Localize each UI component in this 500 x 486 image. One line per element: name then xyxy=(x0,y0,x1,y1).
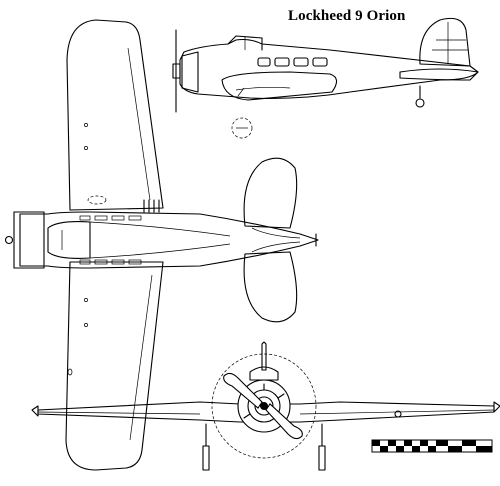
top-view-windows xyxy=(79,215,142,265)
side-view-retracted-wheel-outline xyxy=(231,117,253,139)
top-view-wing-mark xyxy=(84,298,88,302)
scale-bar xyxy=(371,439,493,453)
top-view-upper-aileron-line xyxy=(127,47,151,201)
front-view xyxy=(31,341,500,471)
top-view-cockpit xyxy=(47,221,91,259)
front-view-fin xyxy=(261,341,267,371)
side-view-wing-root-lines xyxy=(235,86,291,97)
side-view-canopy xyxy=(227,35,263,51)
side-view-cabin-windows xyxy=(257,57,328,67)
front-view-wing-line xyxy=(37,411,201,415)
front-view-propeller-blade xyxy=(265,403,303,440)
top-view-exhaust-stubs xyxy=(143,199,160,213)
side-view-engine-cowl xyxy=(181,51,199,93)
side-view-stabilizer xyxy=(399,68,479,81)
front-view-left-wingtip xyxy=(31,405,39,417)
top-view-fuselage xyxy=(19,211,319,269)
side-view-spinner xyxy=(172,63,181,79)
front-view-right-wingtip xyxy=(493,401,500,413)
side-view-rudder-lines xyxy=(432,22,468,64)
top-view-lower-stabilizer xyxy=(243,251,298,323)
top-view xyxy=(4,19,319,471)
top-view-lower-wing xyxy=(65,261,164,471)
top-view-fuselage-lines xyxy=(89,221,231,259)
side-view-wing-root xyxy=(221,71,338,101)
top-view-upper-wing xyxy=(66,19,164,211)
front-view-left-wheel xyxy=(202,445,210,471)
front-view-propeller-disc xyxy=(211,353,317,459)
front-view-propeller-blade xyxy=(223,372,263,409)
top-view-tail-lines xyxy=(251,227,301,253)
top-view-wing-mark xyxy=(84,146,88,150)
front-view-canopy xyxy=(249,366,279,381)
side-view-tailwheel xyxy=(415,98,425,108)
top-view-wing-mark xyxy=(84,123,88,127)
top-view-wing-mark xyxy=(67,368,73,376)
front-view-right-wheel xyxy=(318,445,326,471)
top-view-wing-mark xyxy=(84,323,88,327)
top-view-lower-aileron-line xyxy=(129,274,153,441)
side-view-vertical-fin xyxy=(419,17,471,67)
front-view-wing-light xyxy=(394,410,402,418)
top-view-upper-stabilizer xyxy=(243,157,298,229)
top-view-dashed-outline xyxy=(87,195,107,205)
top-view-engine-cowl xyxy=(13,211,45,269)
front-view-wing-line xyxy=(299,409,495,415)
top-view-spinner xyxy=(4,235,14,245)
side-view xyxy=(172,17,479,139)
front-view-spinner xyxy=(260,402,268,410)
drawing-title: Lockheed 9 Orion xyxy=(288,8,406,24)
